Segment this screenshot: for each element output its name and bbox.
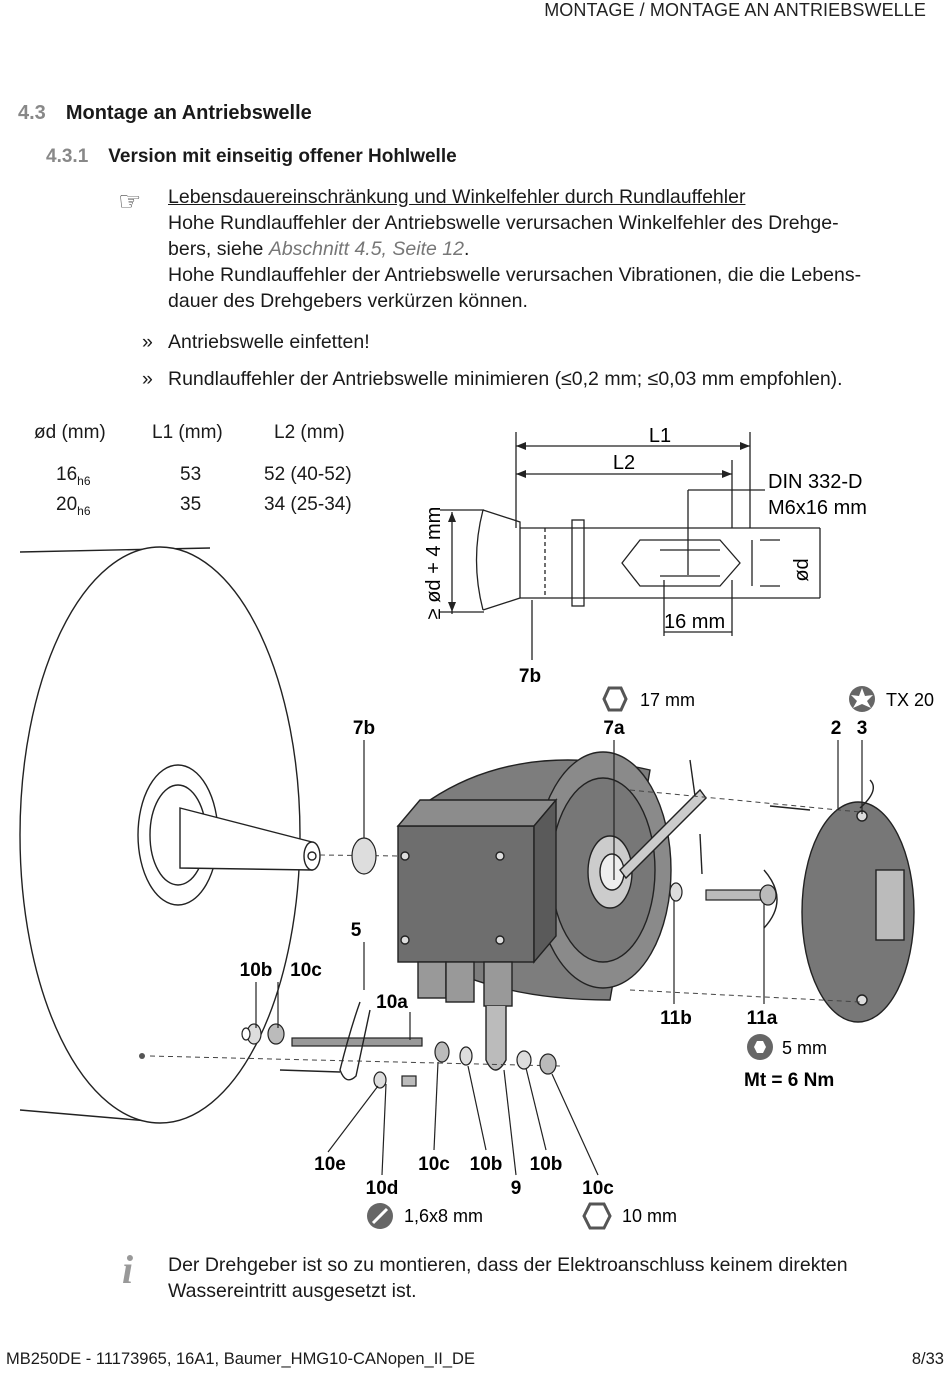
torque-label: Mt = 6 Nm: [744, 1070, 834, 1091]
table-cell-l1: 35: [180, 494, 202, 515]
table-cell-l2: 34 (25-34): [264, 494, 352, 515]
hex-wrench-10-icon: [582, 1202, 612, 1230]
L1-label: L1: [649, 425, 671, 447]
label-11a: 11a: [747, 1008, 778, 1029]
motion-arrows: [279, 759, 874, 1073]
warning-title: Lebensdauereinschränkung und Winkelfehle…: [168, 186, 746, 208]
label-7a: 7a: [603, 718, 625, 739]
label-5: 5: [351, 920, 362, 941]
step-marker: »: [142, 331, 153, 353]
subsection-heading: 4.3.1 Version mit einseitig offener Hohlw…: [46, 146, 457, 168]
encoder-body: [396, 751, 707, 1071]
page-number: 8/33: [911, 1350, 944, 1368]
drive-cylinder: [19, 546, 321, 1124]
label-10c: 10c: [290, 960, 322, 981]
min-diameter-label: ≥ ød + 4 mm: [423, 507, 445, 620]
mounting-parts: [241, 837, 777, 1089]
label-10b: 10b: [470, 1154, 503, 1175]
diameter-value: 20: [56, 494, 78, 515]
label-7b: 7b: [353, 718, 375, 739]
drive-hole: [139, 1053, 145, 1059]
subsection-number: 4.3.1: [46, 146, 89, 167]
label-10b: 10b: [530, 1154, 563, 1175]
wrench10-label: 10 mm: [622, 1206, 677, 1226]
page-header: MONTAGE / MONTAGE AN ANTRIEBSWELLE: [544, 0, 926, 20]
section-title: Montage an Antriebswelle: [65, 102, 312, 124]
din-label: DIN 332-D: [768, 471, 862, 493]
label-10b: 10b: [240, 960, 273, 981]
tolerance-value: h6: [77, 503, 91, 518]
subsection-title: Version mit einseitig offener Hohlwelle: [108, 146, 457, 167]
table-cell-l2: 52 (40-52): [264, 464, 352, 485]
warning-text-2a: Hohe Rundlauffehler der Antriebswelle ve…: [168, 264, 862, 286]
table-header: L1 (mm): [152, 422, 223, 443]
warning-text-1b: bers, siehe: [168, 238, 269, 260]
warning-text-1a: Hohe Rundlauffehler der Antriebswelle ve…: [168, 212, 839, 234]
table-cell-d: 20h6: [56, 494, 91, 518]
label-10c: 10c: [582, 1178, 614, 1199]
ground-strap: [339, 1001, 371, 1081]
label-10e: 10e: [314, 1154, 346, 1175]
step-1: » Antriebswelle einfetten!: [142, 331, 370, 354]
table-header: ød (mm): [34, 422, 106, 443]
depth-label: 16 mm: [664, 611, 725, 633]
leader-lines: [255, 740, 863, 1176]
label-9: 9: [511, 1178, 522, 1199]
torx-icon: [849, 686, 875, 712]
table-cell-d: 16h6: [56, 464, 91, 488]
L2-label: L2: [613, 452, 635, 474]
thread-label: M6x16 mm: [768, 497, 867, 519]
label-10c: 10c: [418, 1154, 450, 1175]
table-cell-l1: 53: [180, 464, 202, 485]
step-text: Rundlauffehler der Antriebswelle minimie…: [168, 368, 843, 390]
od-label: ød: [791, 558, 813, 581]
hex-key-5-icon: [747, 1034, 773, 1060]
info-icon: i: [122, 1247, 134, 1292]
label-3: 3: [857, 718, 868, 739]
hex-wrench-17-icon: [602, 686, 628, 712]
torx-label: TX 20: [886, 690, 934, 710]
screwdriver-label: 1,6x8 mm: [404, 1206, 483, 1226]
wrench17-label: 17 mm: [640, 690, 695, 710]
screwdriver-icon: [367, 1203, 393, 1229]
section-reference-link[interactable]: Abschnitt 4.5, Seite 12: [268, 238, 464, 260]
warning-text-2b: dauer des Drehgebers verkürzen können.: [168, 290, 528, 312]
table-header: L2 (mm): [274, 422, 345, 443]
section-number: 4.3: [18, 102, 46, 124]
step-marker: »: [142, 368, 153, 390]
footer-document-id: MB250DE - 11173965, 16A1, Baumer_HMG10-C…: [6, 1350, 475, 1368]
label-2: 2: [831, 718, 842, 739]
step-text: Antriebswelle einfetten!: [168, 331, 370, 353]
section-heading: 4.3 Montage an Antriebswelle: [18, 102, 312, 125]
warning-block: Lebensdauereinschränkung und Winkelfehle…: [168, 184, 928, 314]
label-10d: 10d: [366, 1178, 399, 1199]
diameter-value: 16: [56, 464, 78, 485]
pointing-hand-icon: ☞: [118, 186, 142, 216]
label-7b-top: 7b: [519, 666, 541, 687]
label-11b: 11b: [660, 1008, 692, 1029]
step-2: » Rundlauffehler der Antriebswelle minimi…: [142, 368, 843, 391]
info-note: Der Drehgeber ist so zu montieren, dass …: [168, 1254, 848, 1302]
hex5-label: 5 mm: [782, 1038, 827, 1058]
dimension-arrows: [448, 442, 750, 612]
shaft-dimension-drawing: [440, 432, 821, 660]
label-10a: 10a: [376, 992, 408, 1013]
encoder-cover: [801, 801, 915, 1023]
warning-text-1c: .: [463, 238, 470, 260]
tolerance-value: h6: [77, 473, 91, 488]
